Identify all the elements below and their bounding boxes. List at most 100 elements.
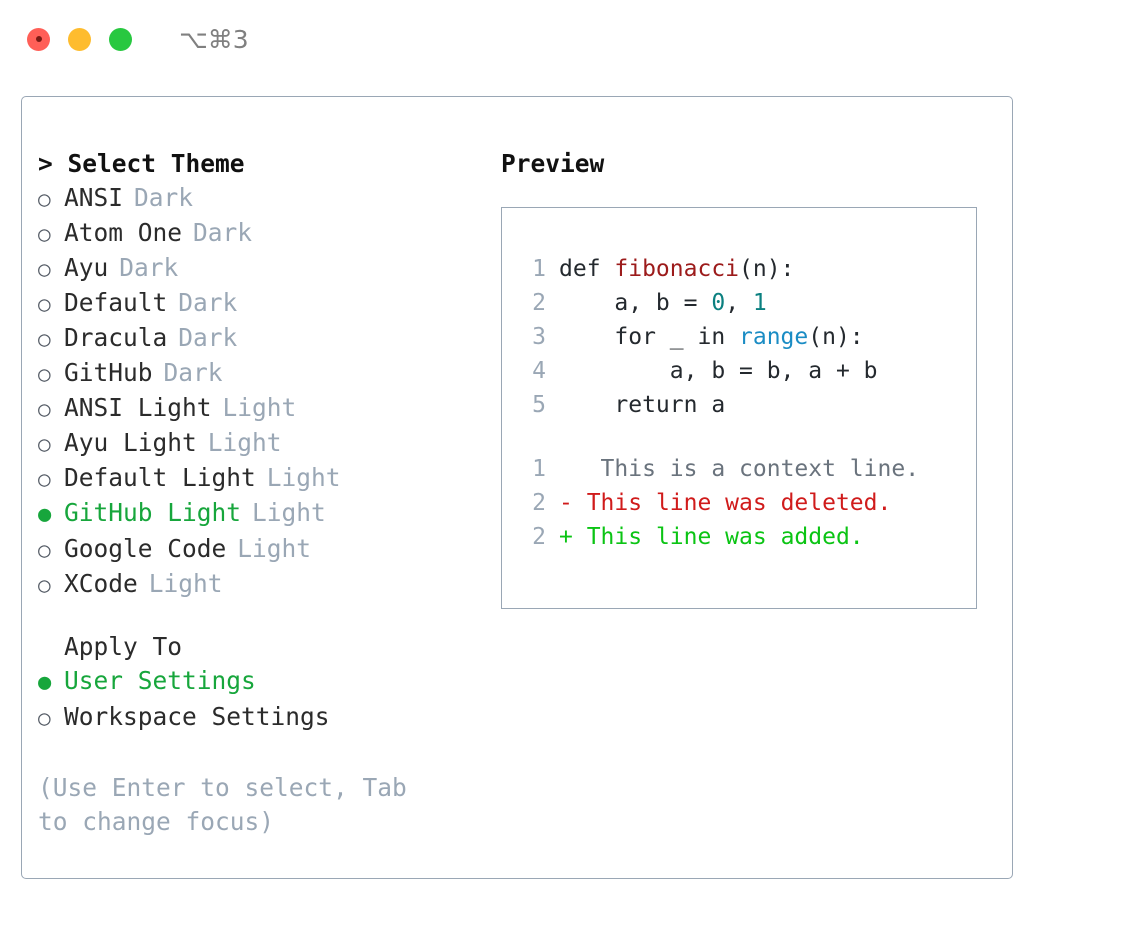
theme-option-ayu-dark[interactable]: ○ Ayu Dark	[38, 251, 488, 286]
theme-option-default-light[interactable]: ○ Default Light Light	[38, 461, 488, 496]
radio-icon[interactable]: ○	[38, 327, 51, 351]
radio-icon-selected[interactable]: ●	[38, 670, 52, 695]
theme-option-xcode[interactable]: ○ XCode Light	[38, 567, 488, 602]
line-number: 3	[532, 324, 546, 350]
line-number: 2	[532, 290, 546, 316]
close-button[interactable]	[27, 27, 50, 51]
token-plain: (n):	[808, 324, 864, 350]
diff-text: This is a context line.	[572, 456, 920, 482]
theme-variant-tag: Dark	[163, 358, 223, 387]
theme-name: ANSI	[64, 183, 124, 212]
theme-option-atom-one-dark[interactable]: ○ Atom One Dark	[38, 216, 488, 251]
title-bar: ⌥⌘3	[0, 0, 1140, 78]
minimize-button[interactable]	[68, 27, 91, 51]
radio-icon[interactable]: ○	[38, 362, 51, 386]
apply-to-option-user-settings[interactable]: ● User Settings	[38, 664, 488, 700]
diff-sign: -	[559, 490, 573, 516]
token-plain: ,	[725, 290, 753, 316]
apply-to-label: Workspace Settings	[64, 702, 330, 731]
theme-name: Ayu Light	[64, 428, 197, 457]
theme-variant-tag: Light	[207, 428, 282, 457]
token-plain: a, b =	[559, 290, 712, 316]
theme-picker-column: > Select Theme ○ ANSI Dark ○ Atom One Da…	[38, 147, 488, 839]
radio-icon[interactable]: ○	[38, 467, 51, 491]
radio-icon[interactable]: ○	[38, 432, 51, 456]
diff-line-context: 1 This is a context line.	[520, 452, 976, 486]
token-plain: (n):	[739, 256, 795, 282]
code-line: 4 a, b = b, a + b	[520, 354, 976, 388]
keyboard-hint-text: (Use Enter to select, Tab to change focu…	[38, 773, 407, 836]
apply-to-option-workspace-settings[interactable]: ○ Workspace Settings	[38, 700, 488, 735]
theme-variant-tag: Dark	[178, 323, 238, 352]
theme-name: GitHub Light	[64, 498, 242, 527]
radio-icon[interactable]: ○	[38, 573, 51, 597]
theme-option-dracula-dark[interactable]: ○ Dracula Dark	[38, 321, 488, 356]
code-text: a, b = b, a + b	[559, 354, 878, 388]
theme-name: Ayu	[64, 253, 109, 282]
theme-variant-tag: Dark	[134, 183, 194, 212]
theme-variant-tag: Light	[222, 393, 297, 422]
token-plain: return a	[559, 392, 726, 418]
preview-box: 1 def fibonacci(n): 2 a, b = 0, 1 3 for …	[501, 207, 977, 609]
line-number: 1	[532, 256, 546, 282]
token-number: 1	[752, 290, 767, 316]
radio-icon[interactable]: ○	[38, 292, 51, 316]
radio-icon[interactable]: ○	[38, 257, 51, 281]
theme-variant-tag: Dark	[178, 288, 238, 317]
line-number: 2	[532, 524, 546, 550]
code-text: a, b = 0, 1	[559, 286, 767, 320]
main-panel: > Select Theme ○ ANSI Dark ○ Atom One Da…	[21, 96, 1013, 879]
diff-text: This line was deleted.	[572, 490, 892, 516]
theme-variant-tag: Dark	[119, 253, 179, 282]
line-number: 2	[532, 490, 546, 516]
theme-option-ansi-light[interactable]: ○ ANSI Light Light	[38, 391, 488, 426]
theme-variant-tag: Dark	[193, 218, 253, 247]
code-line: 3 for _ in range(n):	[520, 320, 976, 354]
theme-option-ayu-light[interactable]: ○ Ayu Light Light	[38, 426, 488, 461]
radio-icon[interactable]: ○	[38, 397, 51, 421]
window-controls	[27, 27, 132, 51]
radio-icon[interactable]: ○	[38, 706, 51, 730]
apply-to-heading: Apply To	[64, 632, 183, 661]
code-line: 1 def fibonacci(n):	[520, 252, 976, 286]
code-text: def fibonacci(n):	[559, 252, 794, 286]
theme-option-default-dark[interactable]: ○ Default Dark	[38, 286, 488, 321]
theme-name: GitHub	[64, 358, 153, 387]
theme-option-google-code[interactable]: ○ Google Code Light	[38, 532, 488, 567]
theme-name: Dracula	[64, 323, 168, 352]
preview-heading: Preview	[501, 149, 605, 178]
theme-name: Default Light	[64, 463, 256, 492]
theme-variant-tag: Light	[148, 569, 223, 598]
preview-column: Preview 1 def fibonacci(n): 2 a, b = 0, …	[501, 147, 1001, 609]
token-plain: for _ in	[559, 324, 740, 350]
theme-option-github-dark[interactable]: ○ GitHub Dark	[38, 356, 488, 391]
line-number: 1	[532, 456, 546, 482]
theme-name: Default	[64, 288, 168, 317]
code-text: return a	[559, 388, 725, 422]
token-function: fibonacci	[614, 256, 740, 282]
radio-icon[interactable]: ○	[38, 187, 51, 211]
radio-icon[interactable]: ○	[38, 222, 51, 246]
maximize-button[interactable]	[109, 27, 132, 51]
diff-sign: +	[559, 524, 573, 550]
theme-name: XCode	[64, 569, 138, 598]
select-theme-heading: > Select Theme	[38, 149, 245, 178]
diff-text: This line was added.	[572, 524, 864, 550]
radio-icon[interactable]: ○	[38, 538, 51, 562]
line-number: 5	[532, 392, 546, 418]
token-plain: a, b = b, a + b	[559, 358, 878, 384]
theme-option-list[interactable]: ○ ANSI Dark ○ Atom One Dark ○ Ayu Dark	[38, 181, 488, 602]
theme-variant-tag: Light	[266, 463, 341, 492]
apply-to-label: User Settings	[64, 666, 256, 695]
radio-icon-selected[interactable]: ●	[38, 502, 52, 527]
diff-sign	[559, 452, 573, 486]
code-line: 5 return a	[520, 388, 976, 422]
theme-name: Google Code	[64, 534, 227, 563]
theme-name: Atom One	[64, 218, 183, 247]
token-number: 0	[711, 290, 726, 316]
code-text: for _ in range(n):	[559, 320, 864, 354]
theme-option-ansi-dark[interactable]: ○ ANSI Dark	[38, 181, 488, 216]
token-keyword: def	[559, 256, 615, 282]
theme-option-github-light[interactable]: ● GitHub Light Light	[38, 496, 488, 532]
